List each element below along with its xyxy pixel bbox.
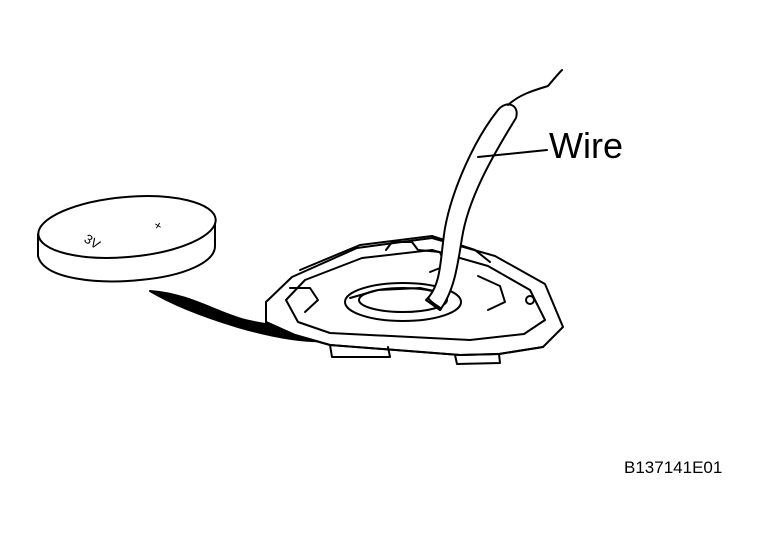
wire-label: Wire — [549, 125, 623, 166]
case-tab-front — [329, 344, 391, 358]
case-detail-right — [477, 275, 506, 311]
key-case — [265, 235, 564, 365]
coin-battery: 3V + — [37, 195, 217, 283]
case-detail-left — [289, 287, 319, 313]
wire-tool — [425, 69, 563, 311]
wire-callout-leader — [477, 149, 548, 158]
battery-voltage-marking: 3V — [82, 231, 104, 252]
wire-sleeve — [425, 103, 518, 311]
case-inner-wall — [299, 235, 491, 271]
case-lower-ledge — [265, 321, 544, 356]
figure-code: B137141E01 — [624, 458, 723, 477]
case-tab-right — [454, 353, 501, 365]
wire-tip — [427, 297, 442, 311]
case-inner-rim — [285, 249, 546, 341]
wire-strand — [507, 69, 563, 106]
battery-top-face — [37, 195, 217, 259]
case-pin — [525, 295, 535, 305]
